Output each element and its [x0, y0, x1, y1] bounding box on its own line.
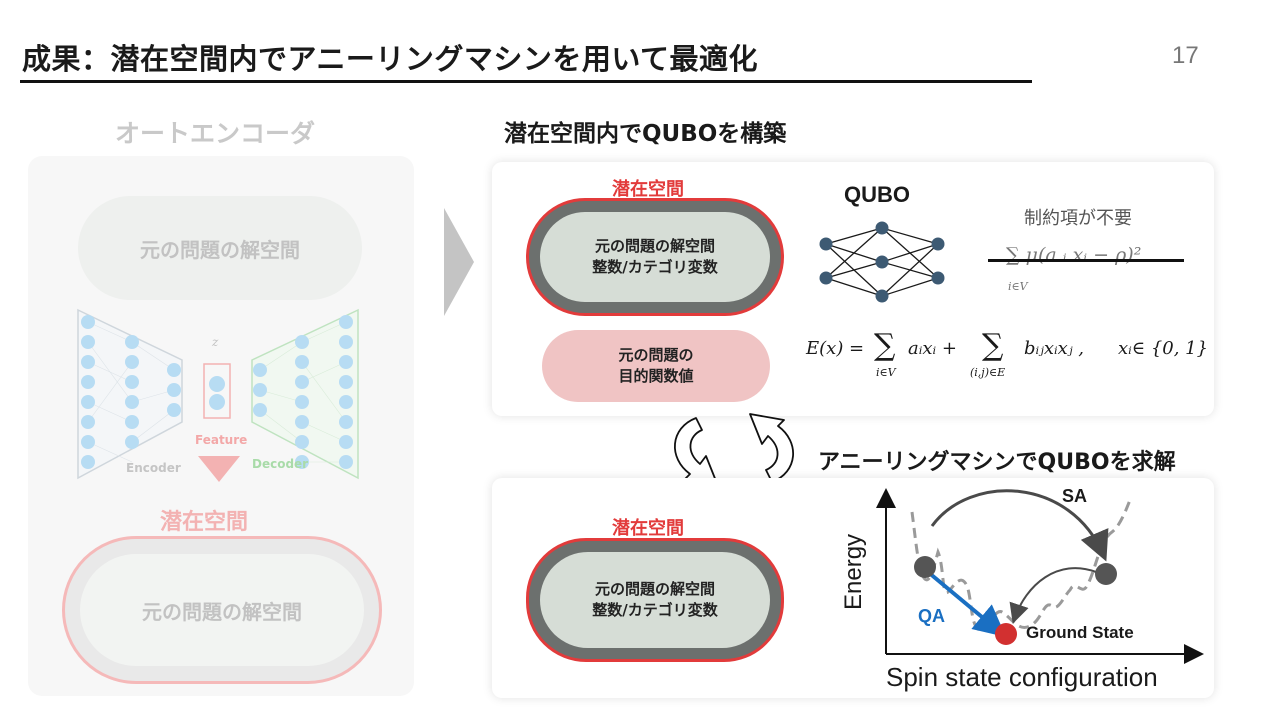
sa-label: SA [1062, 486, 1088, 506]
faded-latent-solution-label: 元の問題の解空間 [142, 599, 302, 624]
constraint-term-formula: ∑ μ(a ᵢ xᵢ − ρ)² [1006, 244, 1142, 266]
faded-latent-space-label: 潜在空間 [160, 510, 249, 535]
solution-space-line1-bottom: 元の問題の解空間 [594, 580, 715, 598]
solution-space-line2-top: 整数/カテゴリ変数 [592, 258, 718, 276]
feature-node-2 [209, 394, 225, 410]
autoencoder-heading: オートエンコーダ [115, 119, 316, 148]
local-minimum-ball [1095, 563, 1117, 585]
sa-jump-arrow [930, 489, 1109, 562]
latent-space-label-bottom: 潜在空間 [612, 518, 684, 539]
constraint-unneeded-note: 制約項が不要 [1024, 208, 1132, 229]
solution-space-line1-top: 元の問題の解空間 [594, 237, 715, 255]
energy-sum1-subscript: i∈V [876, 366, 896, 379]
energy-lhs: E(x) = [806, 338, 865, 359]
latent-pill-inner-top: 元の問題の解空間 整数/カテゴリ変数 [540, 212, 770, 302]
solution-space-line2-bottom: 整数/カテゴリ変数 [592, 601, 718, 619]
down-arrow-icon [198, 456, 240, 482]
qubo-network-icon [819, 221, 945, 303]
encoder-connections [87, 321, 175, 463]
original-solution-space-pill: 元の問題の解空間 [78, 196, 362, 300]
qa-label: QA [918, 606, 945, 626]
start-state-ball [914, 556, 936, 578]
slide-title: 成果：潜在空間内でアニーリングマシンを用いて最適化 [22, 42, 759, 76]
energy-sum2-subscript: (i,j)∈E [970, 366, 1006, 379]
feature-box [203, 363, 231, 419]
energy-axis-label: Energy [840, 533, 867, 610]
faded-latent-pill-inner: 元の問題の解空間 [80, 554, 364, 666]
energy-domain: xᵢ∈ {0, 1} [1118, 338, 1209, 359]
decoder-label: Decoder [252, 457, 308, 471]
title-underline [20, 80, 1032, 83]
decoder-nodes [253, 315, 353, 469]
constraint-sum-subscript: i∈V [1008, 280, 1028, 293]
objective-value-pill: 元の問題の 目的関数値 [542, 330, 770, 402]
ground-state-ball [995, 623, 1017, 645]
latent-pill-inner-bottom: 元の問題の解空間 整数/カテゴリ変数 [540, 552, 770, 648]
latent-space-label-top: 潜在空間 [612, 179, 684, 200]
encoder-nodes [81, 315, 181, 469]
autoencoder-diagram: z Feature Encoder Decoder [77, 308, 359, 482]
decoder-trapezoid [251, 308, 359, 480]
spin-config-axis-label: Spin state configuration [886, 662, 1158, 692]
feature-label: Feature [195, 433, 247, 447]
annealing-heading: アニーリングマシンでQUBOを求解 [818, 450, 1176, 475]
qubo-build-heading: 潜在空間内でQUBOを構築 [504, 121, 787, 147]
ground-state-label: Ground State [1026, 623, 1134, 642]
energy-term2: bᵢⱼxᵢxⱼ , [1024, 338, 1085, 359]
chevron-right-icon [444, 208, 474, 316]
objective-line2: 目的関数値 [618, 367, 694, 385]
qa-tunnel-arrow [926, 570, 1007, 638]
energy-sum2-symbol: ∑ [982, 328, 1004, 363]
page-number: 17 [1172, 42, 1199, 69]
qubo-label: QUBO [844, 182, 910, 207]
energy-sum1-symbol: ∑ [874, 328, 896, 363]
latent-z-label: z [211, 335, 219, 349]
energy-term1: aᵢxᵢ + [908, 338, 957, 359]
decoder-connections [259, 321, 347, 463]
feature-node-1 [209, 376, 225, 392]
strike-through-line [988, 259, 1184, 262]
encoder-label: Encoder [126, 461, 181, 475]
objective-line1: 元の問題の [618, 346, 694, 364]
encoder-trapezoid [77, 308, 183, 480]
energy-landscape-diagram [876, 488, 1204, 664]
original-solution-space-label: 元の問題の解空間 [140, 237, 300, 262]
sa-descent-arrow [1009, 567, 1097, 624]
